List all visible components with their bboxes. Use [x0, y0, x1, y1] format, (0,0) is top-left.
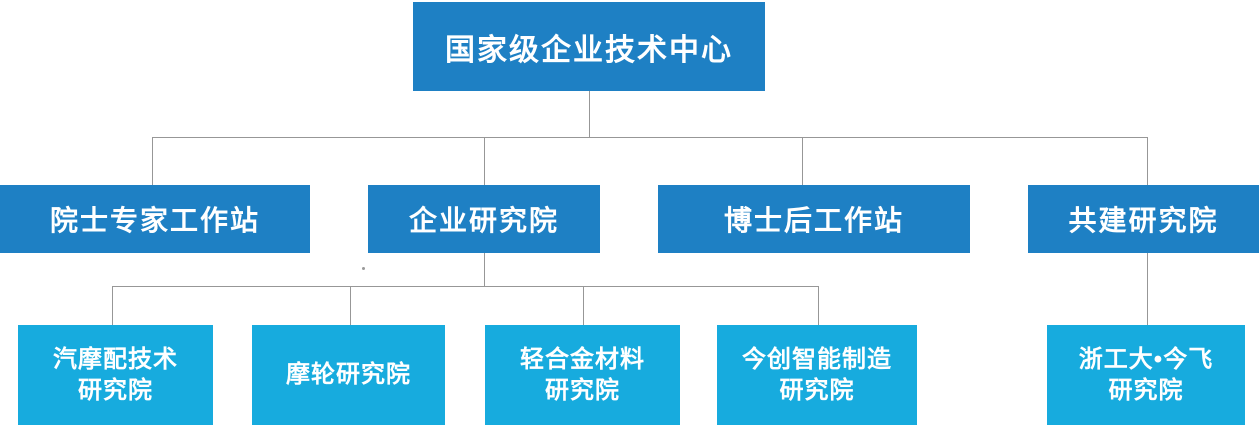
connector-level2-bus [152, 137, 1148, 138]
connector-drop-academician-workstation [152, 137, 153, 185]
connector-drop-enterprise-institute [484, 137, 485, 185]
connector-level3-bus [112, 286, 818, 287]
node-postdoctoral-workstation: 博士后工作站 [658, 185, 970, 253]
node-joint-research-institute: 共建研究院 [1028, 185, 1259, 253]
connector-drop-zjut-jinfei-institute [1147, 253, 1148, 325]
node-jinchuang-intelligent-mfg-institute: 今创智能制造 研究院 [717, 325, 917, 425]
node-national-enterprise-tech-center: 国家级企业技术中心 [413, 2, 765, 91]
connector-drop-auto-moto-parts-institute [112, 286, 113, 325]
connector-drop-intelligent-mfg-institute [818, 286, 819, 325]
connector-drop-postdoc-workstation [802, 137, 803, 185]
node-light-alloy-materials-institute: 轻合金材料 研究院 [485, 325, 680, 425]
node-auto-moto-parts-tech-institute: 汽摩配技术 研究院 [18, 325, 213, 425]
connector-drop-light-alloy-institute [583, 286, 584, 325]
connector-root-stem [589, 91, 590, 137]
node-zjut-jinfei-research-institute: 浙工大•今飞 研究院 [1047, 325, 1245, 425]
node-wheel-research-institute: 摩轮研究院 [252, 325, 445, 425]
node-academician-expert-workstation: 院士专家工作站 [0, 185, 310, 253]
connector-enterprise-institute-stem [484, 253, 485, 286]
connector-drop-joint-institute [1147, 137, 1148, 185]
node-enterprise-research-institute: 企业研究院 [368, 185, 600, 253]
connector-drop-wheel-institute [350, 286, 351, 325]
stray-dot [362, 267, 365, 270]
